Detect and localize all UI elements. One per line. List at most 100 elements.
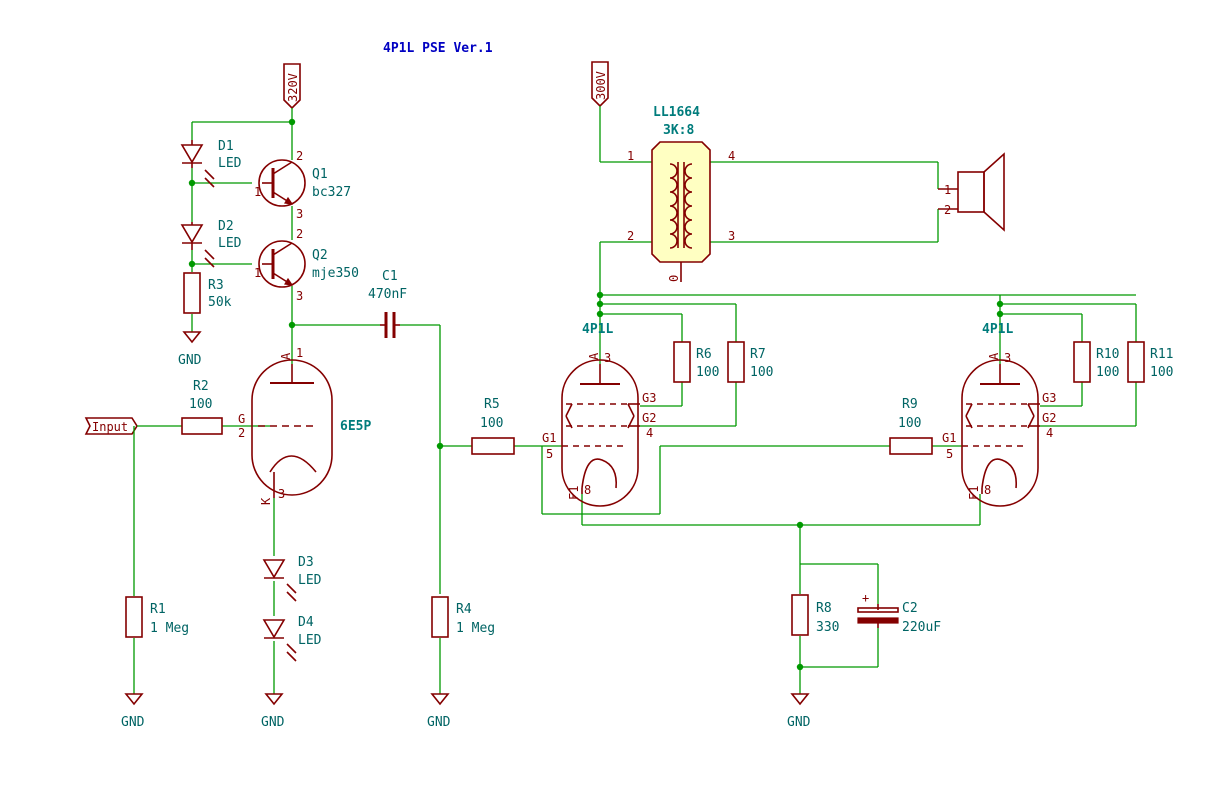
transformer-pin-2: 2: [627, 229, 634, 243]
tube-left-pin-4: 4: [646, 426, 653, 440]
resistor-r4: R4 1 Meg: [431, 596, 495, 638]
r7-value: 100: [750, 365, 773, 380]
r6-value: 100: [696, 365, 719, 380]
q2-ref: Q2: [312, 248, 328, 263]
resistor-r6: R6 100: [673, 341, 719, 383]
transistor-q2: 1 2 3 Q2 mje350: [254, 227, 359, 303]
q2-pin-1: 1: [254, 266, 261, 280]
tube-left-pin-3: 3: [604, 351, 611, 365]
resistor-r1: R1 1 Meg: [125, 596, 189, 638]
capacitor-c2: + C2 220uF: [857, 591, 941, 635]
r3-ref: R3: [208, 278, 224, 293]
tube-4p1l-left: A 3 G3 G2 4 G1 5 F1 8 4P1L: [542, 322, 656, 507]
resistor-r3: R3 50k: [183, 272, 232, 314]
r10-value: 100: [1096, 365, 1119, 380]
resistor-r8: R8 330: [791, 594, 839, 636]
transistor-q1: 1 2 3 Q1 bc327: [254, 149, 351, 221]
power-flag-320v: 320V: [283, 63, 301, 110]
q2-pin-2: 2: [296, 227, 303, 241]
wires: [133, 106, 1137, 694]
tube-right-pin-g3: G3: [1042, 391, 1056, 405]
tube-right-pin-4: 4: [1046, 426, 1053, 440]
r4-value: 1 Meg: [456, 621, 495, 636]
r1-ref: R1: [150, 602, 166, 617]
ground-r8: GND: [787, 693, 811, 730]
r6-ref: R6: [696, 347, 712, 362]
transformer-ref: LL1664: [653, 105, 700, 120]
d3-value: LED: [298, 573, 322, 588]
tube-right-pin-8: 8: [984, 483, 991, 497]
r9-value: 100: [898, 416, 921, 431]
transformer-pin-0: 0: [667, 275, 681, 282]
power-flag-300v: 300V: [591, 61, 609, 108]
r10-ref: R10: [1096, 347, 1119, 362]
tube-6e5p-pin-g: G: [238, 412, 245, 426]
r8-value: 330: [816, 620, 839, 635]
input-port-label: Input: [92, 420, 128, 434]
transformer-pin-1: 1: [627, 149, 634, 163]
ground-r3-label: GND: [178, 353, 202, 368]
diode-d2: D2 LED: [180, 219, 242, 268]
tube-right-pin-5: 5: [946, 447, 953, 461]
c2-ref: C2: [902, 601, 918, 616]
tube-left-pin-8: 8: [584, 483, 591, 497]
r2-value: 100: [189, 397, 212, 412]
tube-left-pin-f1: F1: [567, 486, 581, 500]
speaker-pin-2: 2: [944, 203, 951, 217]
q2-value: mje350: [312, 266, 359, 281]
capacitor-c1: C1 470nF: [368, 269, 407, 338]
tube-right-pin-g2: G2: [1042, 411, 1056, 425]
tube-4p1l-right: A 3 G3 G2 4 G1 5 F1 8 4P1L: [942, 322, 1056, 507]
power-flag-300v-label: 300V: [594, 71, 608, 100]
q2-pin-3: 3: [296, 289, 303, 303]
d2-value: LED: [218, 236, 242, 251]
c2-plus: +: [862, 591, 869, 605]
c1-value: 470nF: [368, 287, 407, 302]
d4-ref: D4: [298, 615, 314, 630]
junctions: [188, 118, 1004, 671]
r4-ref: R4: [456, 602, 472, 617]
ground-r4-label: GND: [427, 715, 451, 730]
tube-right-pin-a: A: [987, 352, 1001, 360]
tube-right-pin-f1: F1: [967, 486, 981, 500]
diode-d4: D4 LED: [262, 615, 322, 662]
input-port: Input: [84, 417, 138, 435]
r5-value: 100: [480, 416, 503, 431]
q1-pin-2: 2: [296, 149, 303, 163]
resistor-r2: R2 100: [181, 379, 223, 435]
tube-left-pin-a: A: [587, 352, 601, 360]
r5-ref: R5: [484, 397, 500, 412]
ground-r1-label: GND: [121, 715, 145, 730]
d1-ref: D1: [218, 139, 234, 154]
tube-right-value: 4P1L: [982, 322, 1013, 337]
resistor-r10: R10 100: [1073, 341, 1119, 383]
tube-left-pin-g2: G2: [642, 411, 656, 425]
ground-d4-label: GND: [261, 715, 285, 730]
ground-r1: GND: [121, 693, 145, 730]
diode-d1: D1 LED: [180, 139, 242, 188]
q1-pin-3: 3: [296, 207, 303, 221]
d2-ref: D2: [218, 219, 234, 234]
ground-r3: GND: [178, 331, 202, 368]
tube-left-pin-g1: G1: [542, 431, 556, 445]
tube-6e5p-pin-1: 1: [296, 346, 303, 360]
power-flag-320v-label: 320V: [286, 73, 300, 102]
q1-value: bc327: [312, 185, 351, 200]
speaker-pin-1: 1: [944, 183, 951, 197]
diode-d3: D3 LED: [262, 555, 322, 602]
ground-d4: GND: [261, 693, 285, 730]
d1-value: LED: [218, 156, 242, 171]
tube-6e5p-pin-k: K: [259, 497, 273, 505]
transformer-pin-3: 3: [728, 229, 735, 243]
ground-r4: GND: [427, 693, 451, 730]
tube-6e5p: A 1 G 2 K 3 6E5P: [238, 346, 371, 505]
r11-value: 100: [1150, 365, 1173, 380]
tube-left-pin-5: 5: [546, 447, 553, 461]
d3-ref: D3: [298, 555, 314, 570]
resistor-r5: R5 100: [471, 397, 515, 455]
d4-value: LED: [298, 633, 322, 648]
tube-left-value: 4P1L: [582, 322, 613, 337]
tube-left-pin-g3: G3: [642, 391, 656, 405]
resistor-r11: R11 100: [1127, 341, 1173, 383]
